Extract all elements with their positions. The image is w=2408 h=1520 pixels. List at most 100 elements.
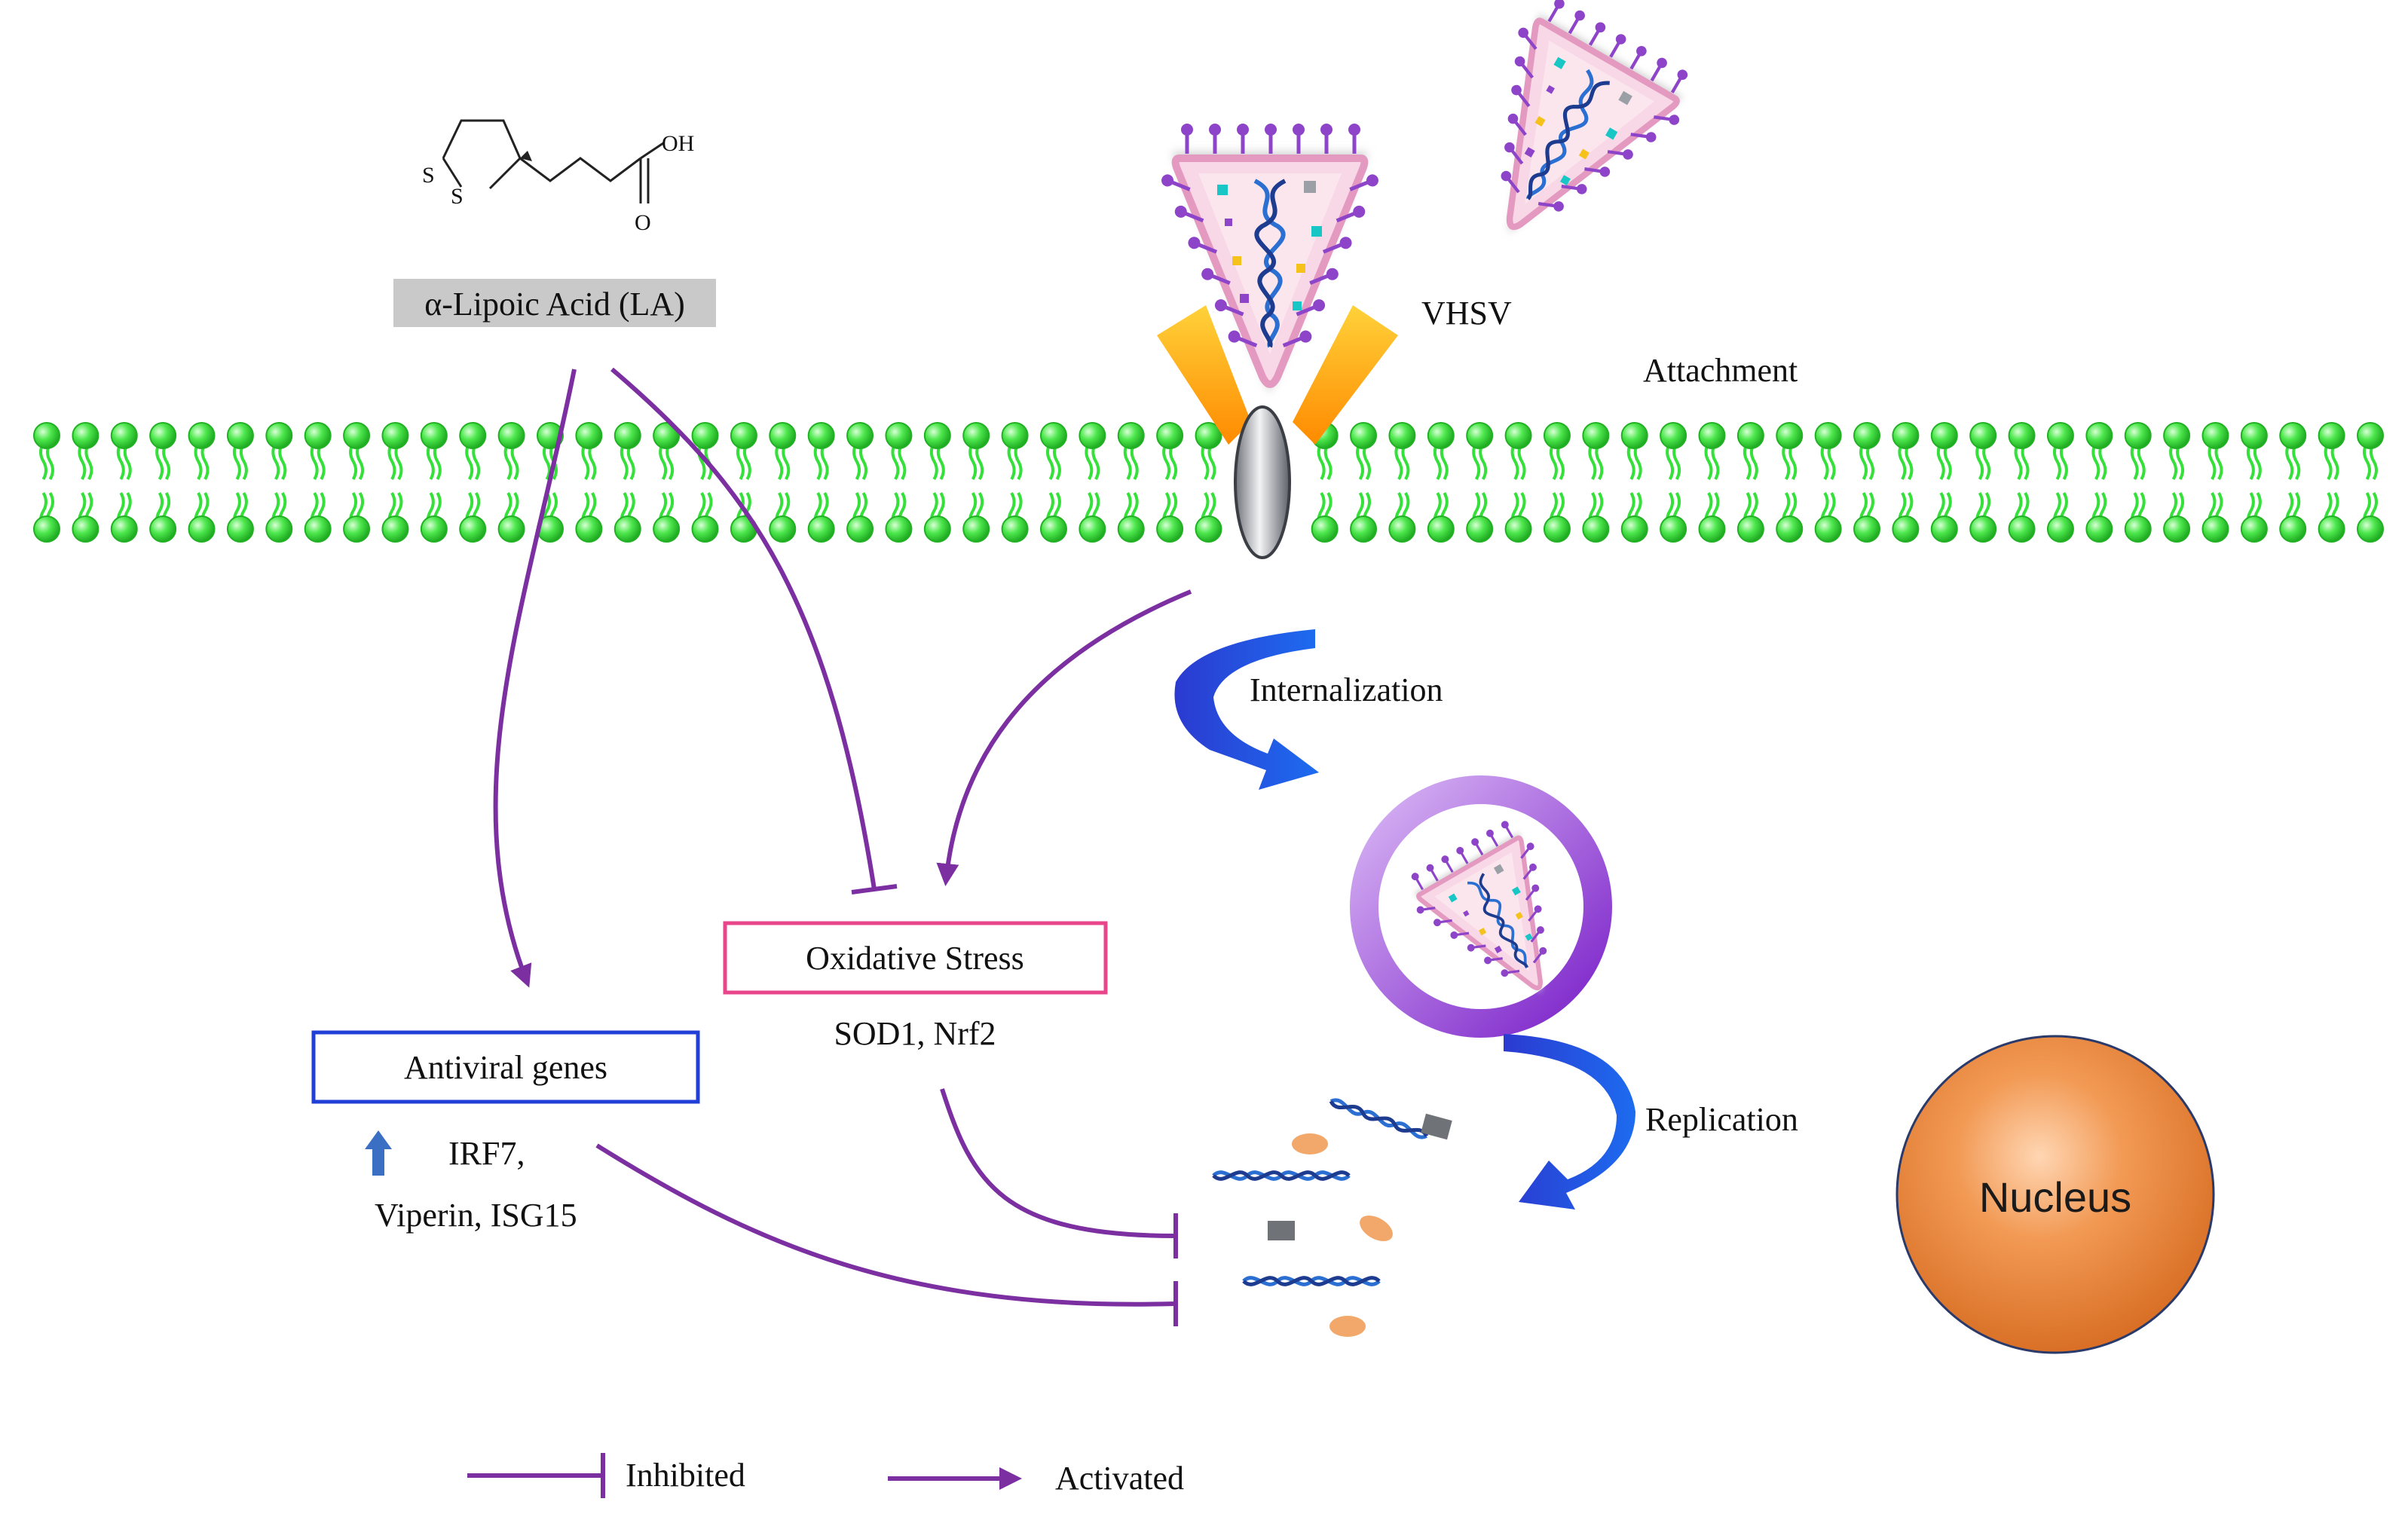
lipid-head [1892,515,1920,543]
lipid-head [1350,422,1378,449]
lipid-head [33,515,60,543]
virion-spike-icon [1544,0,1566,24]
lipid-head [730,422,757,449]
lipid-head [1543,422,1571,449]
lipid-head [1195,422,1222,449]
lipid-head [1930,515,1958,543]
attachment-label: Attachment [1643,352,1798,389]
lipid-head [1156,515,1184,543]
oxidative-markers-label: SOD1, Nrf2 [834,1015,996,1052]
replication-arrow-icon [1504,1034,1635,1210]
virion-spike-icon [1209,124,1221,154]
nucleus-label: Nucleus [1979,1173,2131,1221]
lipid-head [343,515,371,543]
lipid-head [1698,422,1726,449]
lipid-head [2085,515,2113,543]
lipid-head [1620,515,1648,543]
lipid-head [1117,422,1145,449]
inhibition-bar-icon [851,884,898,895]
lipid-head [1853,515,1881,543]
lipid-head [2085,422,2113,449]
lipid-head [1350,515,1378,543]
lipid-head [1736,515,1764,543]
lipid-head [2240,515,2268,543]
lipid-head [1079,422,1106,449]
lipid-head [885,515,913,543]
lipid-head [2046,422,2074,449]
lipid-head [110,422,138,449]
virion-spike-icon [1348,124,1360,154]
lipid-head [653,515,681,543]
virus-label: VHSV [1421,295,1512,332]
legend: Inhibited Activated [467,1453,1184,1498]
lipid-head [497,422,525,449]
lipid-head [1156,422,1184,449]
pathway-lines [493,367,1192,1326]
receptor-right [1293,305,1398,445]
lipid-head [1776,515,1804,543]
antiviral-genes-label: Antiviral genes [404,1049,607,1086]
lipid-head [1582,422,1610,449]
viral-particle [1268,1221,1295,1240]
lipid-head [265,515,293,543]
virion-spike-icon [1293,124,1305,154]
oxidative-inhibits-replication-line [940,1088,1176,1238]
lipid-head [2124,515,2152,543]
lipid-head [497,515,525,543]
lipid-head [1660,515,1687,543]
lipid-head [807,422,835,449]
vhsv-virion-free [1427,0,1704,280]
lipid-head [2279,422,2307,449]
lipid-head [188,515,216,543]
lipid-head [1427,422,1455,449]
lipid-head [846,422,874,449]
antiviral-inhibits-replication-line [595,1143,1176,1307]
viral-rna-strand [1212,1170,1351,1181]
lipid-head [2318,515,2345,543]
lipid-head [2279,515,2307,543]
membrane-channel [1234,405,1291,559]
oxidative-stress-box [723,921,1108,995]
lipid-head [613,515,641,543]
lipid-head [1195,515,1222,543]
legend-inhibited-label: Inhibited [626,1457,745,1494]
lipid-head [265,422,293,449]
viral-protein [1329,1316,1366,1337]
lipid-head [1117,515,1145,543]
lipid-head [1311,515,1339,543]
lipid-head [72,422,99,449]
lipid-head [2008,422,2036,449]
viral-replication-products [1212,1098,1452,1337]
lipid-head [807,515,835,543]
lipid-head [1892,422,1920,449]
lipid-head [1388,422,1416,449]
antiviral-markers-line2: Viperin, ISG15 [375,1197,577,1234]
lipid-head [923,422,951,449]
lipid-head [769,515,797,543]
virus-induces-oxidative-arrow [936,589,1192,886]
lipid-head [1001,422,1029,449]
lipid-head [1620,422,1648,449]
compound-name: α-Lipoic Acid (LA) [424,286,685,323]
lipid-head [2163,515,2191,543]
lipid-head [1582,515,1610,543]
lipid-head [1930,422,1958,449]
viral-rna-strand [1329,1099,1429,1137]
hydroxyl-label: OH [662,131,694,156]
endosome-vesicle [1350,775,1612,1038]
lipid-head [923,515,951,543]
lipid-head [1969,515,1997,543]
lipid-head [2008,515,2036,543]
replication-label: Replication [1645,1101,1798,1138]
lipid-head [691,515,719,543]
lipid-head [188,422,216,449]
viral-protein [1292,1133,1328,1155]
lipid-head [1814,515,1842,543]
lipid-head [304,515,332,543]
lipid-head [2318,422,2345,449]
internalization-arrow-icon [1174,629,1319,790]
la-activates-antiviral-arrow [493,369,577,988]
virion-spike-icon [1320,124,1333,154]
lipid-head [1039,422,1067,449]
